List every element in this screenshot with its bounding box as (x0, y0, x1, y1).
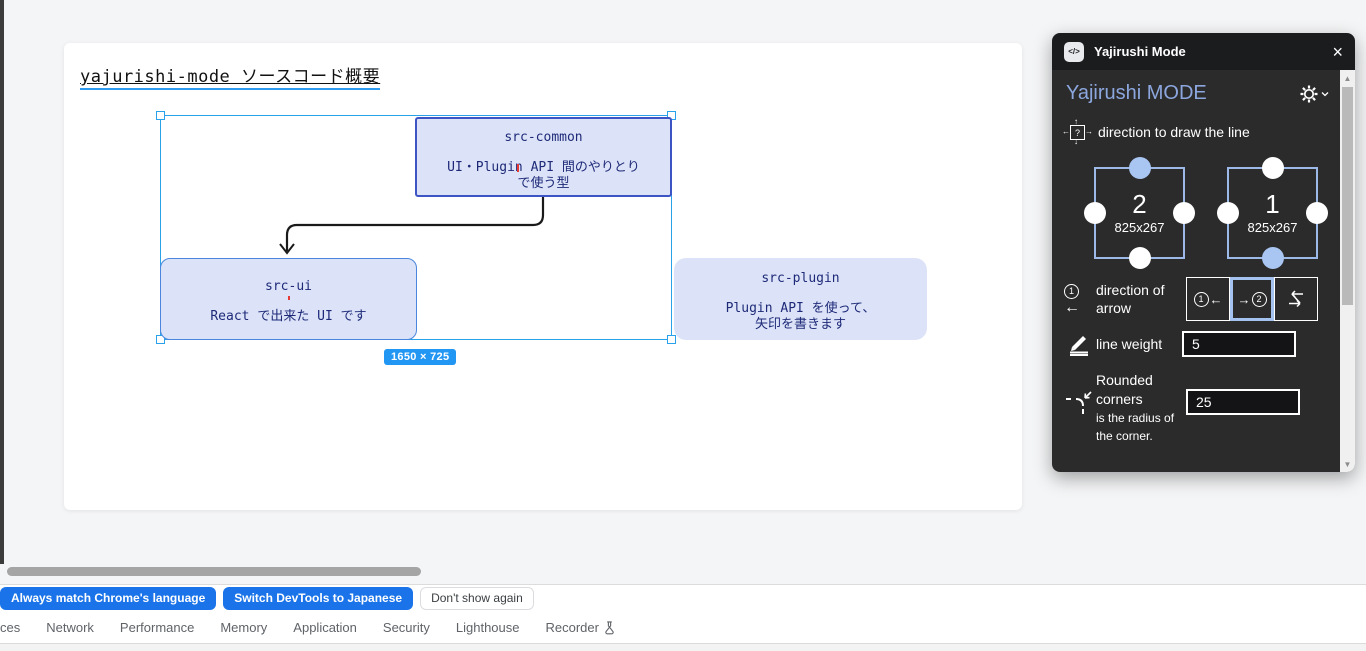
rounded-corner-icon (1064, 389, 1094, 419)
tab-recorder[interactable]: Recorder (533, 612, 629, 643)
tab-performance[interactable]: Performance (119, 620, 195, 635)
flask-icon (605, 620, 614, 634)
square-size: 825x267 (1247, 220, 1298, 235)
square-number: 2 (1132, 189, 1147, 219)
box-title: src-plugin (761, 271, 840, 286)
scroll-up-icon[interactable]: ▲ (1343, 73, 1352, 83)
tab-sources-truncated[interactable]: ces (0, 620, 21, 635)
tab-security[interactable]: Security (382, 620, 430, 635)
rounded-corners-sub-label: is the radius of the corner. (1096, 411, 1175, 443)
box-title: src-common (504, 130, 583, 145)
document-title: yajurishi-mode ソースコード概要 (80, 62, 381, 90)
close-icon[interactable]: × (1332, 41, 1343, 62)
rounded-corners-input[interactable] (1186, 389, 1300, 415)
tab-network[interactable]: Network (46, 620, 94, 635)
double-arrow-icon (1289, 290, 1303, 308)
gear-icon (1300, 85, 1318, 102)
selection-handle-top-left[interactable] (156, 111, 165, 120)
direction-line-section-header: ? ↑ ↓ ← → direction to draw the line (1062, 117, 1329, 146)
rounded-corners-label: Rounded corners (1096, 372, 1153, 407)
anchor-dot-top[interactable] (1261, 157, 1284, 179)
direction-arrow-label: direction of arrow (1096, 282, 1165, 316)
panel-scrollbar-thumb[interactable] (1342, 87, 1353, 305)
diagram-box-src-common[interactable]: src-common UI・Plugin API 間のやりとり で使う型 (415, 117, 672, 197)
move-question-icon: ? ↑ ↓ ← → (1062, 117, 1093, 146)
square-number: 1 (1265, 189, 1280, 219)
arrow-to-2-button-selected[interactable]: →2 (1230, 277, 1274, 321)
panel-body: Yajirushi MODE ? ↑ (1052, 70, 1355, 472)
text-cursor-mark (288, 296, 290, 300)
panel-titlebar[interactable]: </> Yajirushi Mode × (1052, 33, 1355, 70)
devtools-language-infobar: Always match Chrome's language Switch De… (0, 584, 1366, 612)
arrow-to-1-button[interactable]: 1← (1186, 277, 1230, 321)
panel-window-title: Yajirushi Mode (1094, 44, 1186, 59)
pencil-icon (1064, 332, 1094, 356)
line-weight-input[interactable] (1182, 331, 1296, 357)
box-line: UI・Plugin API 間のやりとり (447, 160, 640, 175)
anchor-dot-right[interactable] (1173, 202, 1195, 224)
panel-scrollbar[interactable]: ▲ ▼ (1340, 70, 1355, 472)
selection-handle-bottom-left[interactable] (156, 335, 165, 344)
box-line: で使う型 (517, 176, 570, 191)
arrow-direction-icon: 1← (1064, 281, 1094, 317)
window-edge-bar (0, 0, 4, 564)
arrow-both-directions-button[interactable] (1274, 277, 1318, 321)
box-title: src-ui (265, 279, 312, 294)
horizontal-scrollbar-thumb[interactable] (7, 567, 421, 576)
direction-square-1[interactable]: 1 825x267 (1217, 157, 1328, 269)
tab-application[interactable]: Application (293, 620, 357, 635)
selection-size-badge: 1650 × 725 (384, 349, 457, 365)
anchor-dot-bottom-selected[interactable] (1261, 247, 1284, 269)
text-cursor-mark (517, 164, 519, 172)
yajirushi-mode-panel: </> Yajirushi Mode × Yajirushi MODE (1052, 33, 1355, 472)
line-weight-label: line weight (1096, 336, 1163, 352)
anchor-dot-left[interactable] (1217, 202, 1239, 224)
devtools-tabbar: ces Network Performance Memory Applicati… (0, 612, 1366, 643)
tab-lighthouse[interactable]: Lighthouse (455, 620, 520, 635)
box-line: 矢印を書きます (754, 317, 846, 332)
selection-rectangle[interactable] (160, 115, 672, 340)
anchor-dot-right[interactable] (1306, 202, 1328, 224)
anchor-dot-left[interactable] (1084, 202, 1106, 224)
box-line: Plugin API を使って、 (725, 301, 876, 316)
panel-heading: Yajirushi MODE (1066, 82, 1207, 104)
dont-show-again-button[interactable]: Don't show again (420, 587, 534, 610)
anchor-dot-top-selected[interactable] (1128, 157, 1151, 179)
direction-line-label: direction to draw the line (1098, 124, 1250, 140)
anchor-dot-bottom[interactable] (1128, 247, 1151, 269)
diagram-box-src-plugin[interactable]: src-plugin Plugin API を使って、 矢印を書きます (674, 258, 927, 340)
scroll-down-icon[interactable]: ▼ (1343, 459, 1352, 469)
match-chrome-language-button[interactable]: Always match Chrome's language (0, 587, 217, 610)
square-size: 825x267 (1114, 220, 1165, 235)
extension-code-icon: </> (1064, 41, 1084, 62)
selection-handle-bottom-right[interactable] (667, 335, 676, 344)
tab-memory[interactable]: Memory (220, 620, 268, 635)
box-line: React で出来た UI です (210, 309, 367, 324)
settings-menu-button[interactable] (1299, 84, 1329, 104)
chevron-down-icon (1321, 91, 1329, 96)
devtools-bottom-strip (0, 643, 1366, 651)
direction-square-2[interactable]: 2 825x267 (1084, 157, 1195, 269)
switch-devtools-japanese-button[interactable]: Switch DevTools to Japanese (223, 587, 414, 610)
